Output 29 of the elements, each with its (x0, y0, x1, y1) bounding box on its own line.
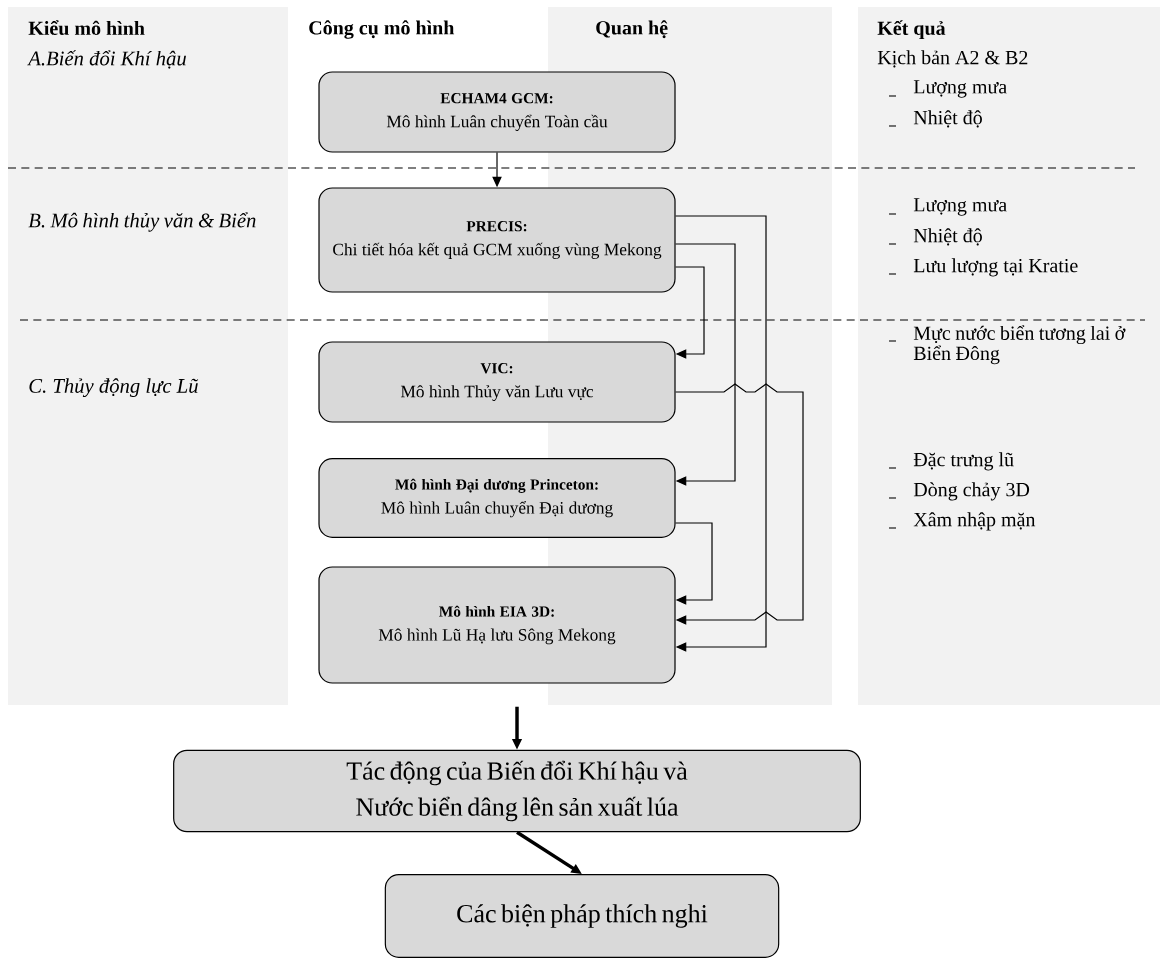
arrow (675, 243, 736, 486)
result-item: Nhiệt độ (913, 110, 982, 128)
arrow (675, 383, 804, 625)
process-box: Tác động của Biến đổi Khí hậu và Nước biển dâng lên sản xuất lúa (173, 749, 861, 833)
result-item: Nhiệt độ (913, 228, 982, 246)
model-box: Mô hình EIA 3D: Mô hình Lũ Hạ lưu Sông Mekong (318, 566, 676, 684)
result-item: Dòng chảy 3D (913, 482, 1030, 501)
model-box: Mô hình Đại dương Princeton: Mô hình Luân chuyển Đại dương (318, 458, 676, 538)
result-item: Lưu lượng tại Kratie (913, 258, 1078, 277)
model-box: VIC: Mô hình Thủy văn Lưu vực (318, 341, 676, 423)
arrow (675, 522, 713, 605)
result-item: Mực nước biển tương lai ở Biển Đông (913, 325, 1126, 365)
column-heading: Công cụ mô hình (309, 20, 455, 39)
result-item: Đặc trưng lũ (913, 452, 1014, 471)
model-box: PRECIS: Chi tiết hóa kết quả GCM xuống vùng Mekong (318, 187, 676, 293)
section-label: B. Mô hình thủy văn & Biển (28, 212, 256, 232)
arrow (675, 215, 767, 652)
column-heading: Kiểu mô hình (28, 20, 145, 36)
process-box: Các biện pháp thích nghi (384, 874, 780, 958)
arrow (675, 266, 705, 359)
column-heading: Kết quả (877, 20, 946, 40)
model-box: ECHAM4 GCM: Mô hình Luân chuyển Toàn cầu (318, 71, 676, 153)
section-label: A.Biến đổi Khí hậu (27, 50, 186, 69)
section-label: C. Thủy động lực Lũ (29, 378, 199, 398)
column-heading: Quan hệ (596, 20, 668, 39)
result-item: Lượng mưa (913, 80, 1007, 98)
result-item: Lượng mưa (913, 198, 1007, 216)
result-item: Xâm nhập mặn (913, 512, 1036, 531)
scenario-label: Kịch bản A2 & B2 (877, 50, 1028, 68)
